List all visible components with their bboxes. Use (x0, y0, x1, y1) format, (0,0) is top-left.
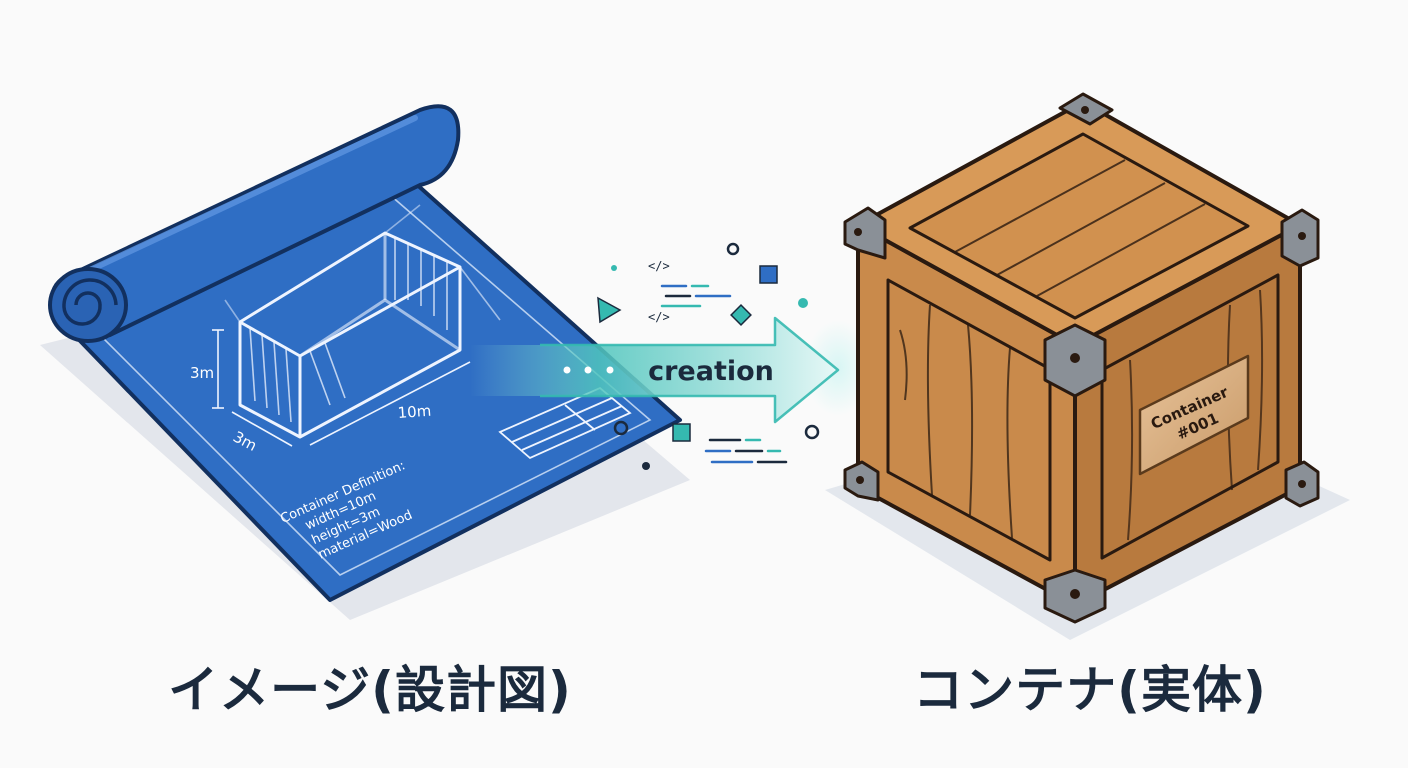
particle-dot (804, 424, 820, 440)
particle-diamond (730, 304, 752, 326)
bracket-top-left (843, 206, 887, 260)
blueprint-illustration: 3m 3m 10m Container Definition: width=10… (40, 104, 690, 620)
particle-square (759, 265, 778, 284)
blueprint-wireframe-box (238, 231, 462, 439)
blueprint-roll-highlight (87, 115, 418, 273)
crate-name-plate (1138, 354, 1250, 476)
particle-triangle (597, 296, 622, 324)
crate-top-panel (908, 132, 1250, 320)
blueprint-title-block (498, 386, 632, 460)
particle-dot (798, 298, 808, 308)
blueprint-roll-end (48, 267, 128, 343)
crate-left-grain (899, 304, 1013, 539)
arrow-glow (804, 320, 872, 416)
wooden-crate (825, 92, 1350, 640)
particle-square (672, 423, 691, 442)
caption-container-instance: コンテナ(実体) (913, 661, 1267, 719)
particle-dot (611, 265, 617, 271)
crate-bolts (854, 106, 1306, 599)
dimension-label-height: 3m (190, 364, 214, 382)
arrow-outline (540, 316, 840, 424)
code-lines-top (660, 284, 732, 308)
dimension-label-width: 10m (397, 402, 432, 422)
particle-dot (642, 462, 650, 470)
blueprint-dimension-lines (212, 204, 501, 447)
arrow-dots (563, 366, 614, 374)
code-lines-bottom (704, 438, 788, 464)
code-tag-middle: </> (648, 310, 670, 324)
particle-dot (613, 420, 629, 436)
code-particles: </> </> (597, 242, 820, 470)
caption-image-blueprint: イメージ(設計図) (168, 661, 572, 719)
creation-arrow: creation (470, 316, 872, 424)
code-tag-top: </> (648, 259, 670, 273)
crate-top-planks (954, 159, 1206, 297)
arrow-label: creation (648, 356, 774, 387)
particle-dot (726, 242, 740, 256)
